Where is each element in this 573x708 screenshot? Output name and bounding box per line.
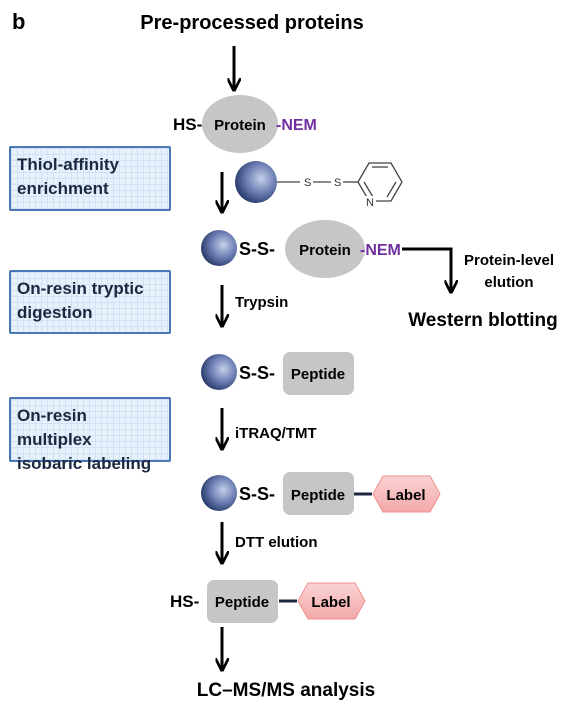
peptide-label-eluted: Peptide: [215, 594, 269, 611]
resin-bead-reagent: [235, 161, 277, 203]
resin-bead-peptide: [201, 354, 237, 390]
resin-bead-protein: [201, 230, 237, 266]
thiol-affinity-box: Thiol-affinity enrichment: [9, 146, 171, 211]
protein-label-bound: Protein: [299, 242, 351, 259]
nem-label: -NEM: [276, 117, 317, 134]
itraq-label: iTRAQ/TMT: [235, 425, 317, 442]
peptide-box: [283, 352, 354, 395]
label-tag: [372, 475, 441, 513]
start-title: Pre-processed proteins: [140, 12, 363, 34]
panel-label: b: [12, 9, 25, 34]
trypsin-label: Trypsin: [235, 294, 288, 311]
protein-level-label-2: elution: [484, 274, 533, 291]
nem-label-bound: -NEM: [360, 242, 401, 259]
reagent-s2: S: [334, 177, 341, 189]
label-tag-text-eluted: Label: [311, 594, 350, 611]
pyridine-n-bg: [364, 196, 376, 208]
peptide-label-labeled: Peptide: [291, 487, 345, 504]
pyridine-ring: [357, 162, 403, 202]
ss-bond-peptide: S-S-: [239, 363, 275, 383]
protein-ellipse-bound: [285, 220, 365, 278]
ss-bond-protein: S-S-: [239, 239, 275, 259]
peptide-box-eluted: [207, 580, 278, 623]
dtt-label: DTT elution: [235, 534, 318, 551]
ss-bond-labeled: S-S-: [239, 484, 275, 504]
reagent-s1: S: [304, 177, 311, 189]
western-blotting-output: Western blotting: [408, 310, 558, 331]
resin-bead-labeled-peptide: [201, 475, 237, 511]
hs-prefix: HS-: [173, 115, 202, 134]
protein-label: Protein: [214, 117, 266, 134]
pyridine-n: N: [366, 197, 374, 209]
protein-level-label-1: Protein-level: [464, 252, 554, 269]
peptide-box-labeled: [283, 472, 354, 515]
hs-prefix-peptide: HS-: [170, 592, 199, 611]
lcms-output: LC–MS/MS analysis: [197, 680, 375, 701]
protein-ellipse: [202, 95, 278, 153]
peptide-label: Peptide: [291, 366, 345, 383]
label-tag-text: Label: [386, 487, 425, 504]
tryptic-digestion-box: On-resin tryptic digestion: [9, 270, 171, 334]
label-tag-eluted: [297, 582, 366, 620]
multiplex-labeling-box: On-resin multiplex isobaric labeling: [9, 397, 171, 473]
elution-branch-arrow: [402, 247, 451, 292]
